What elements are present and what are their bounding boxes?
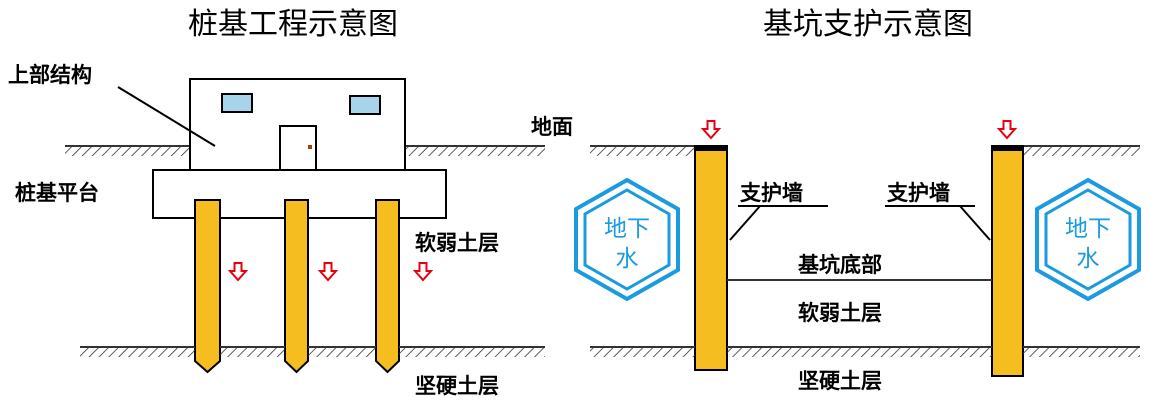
retaining-wall-left bbox=[694, 147, 728, 371]
window-left bbox=[221, 93, 253, 113]
superstructure-building bbox=[189, 78, 406, 171]
superstructure-label: 上部结构 bbox=[8, 63, 92, 87]
hexagon-icon bbox=[1035, 177, 1141, 302]
groundwater-right: 地下 水 bbox=[1035, 177, 1141, 302]
ground-label: 地面 bbox=[531, 115, 573, 139]
down-arrow-icon bbox=[414, 262, 432, 281]
piles bbox=[194, 199, 400, 374]
groundwater-right-line2: 水 bbox=[1077, 246, 1100, 272]
right-ground-surface bbox=[590, 145, 1140, 156]
right-hard-layer-boundary bbox=[590, 346, 1140, 357]
left-title: 桩基工程示意图 bbox=[188, 7, 398, 42]
wall-left-leader bbox=[729, 205, 761, 241]
retaining-walls bbox=[694, 145, 1024, 377]
pile bbox=[194, 199, 221, 374]
right-soft-layer-label: 软弱土层 bbox=[798, 301, 882, 325]
window-right bbox=[349, 95, 381, 115]
pile bbox=[375, 199, 400, 374]
down-arrow-icon bbox=[998, 120, 1016, 139]
groundwater-left-line2: 水 bbox=[616, 246, 639, 272]
groundwater-left-line1: 地下 bbox=[604, 216, 650, 242]
down-arrow-icon bbox=[229, 262, 247, 281]
superstructure-leader bbox=[117, 86, 216, 147]
retaining-wall-right bbox=[991, 147, 1024, 377]
right-hard-layer-label: 坚硬土层 bbox=[798, 369, 882, 393]
hexagon-icon bbox=[574, 177, 680, 302]
groundwater-left: 地下 水 bbox=[574, 177, 680, 302]
right-title: 基坑支护示意图 bbox=[763, 7, 973, 42]
wall-right-label: 支护墙 bbox=[887, 181, 950, 205]
pit-bottom-label: 基坑底部 bbox=[798, 253, 882, 277]
pile-cap-label: 桩基平台 bbox=[15, 181, 99, 205]
down-arrow-icon bbox=[702, 120, 720, 139]
pile bbox=[284, 199, 309, 374]
wall-left-label: 支护墙 bbox=[740, 181, 803, 205]
left-hard-layer-boundary bbox=[80, 346, 545, 357]
wall-right-leader bbox=[959, 205, 991, 241]
left-soft-layer-label: 软弱土层 bbox=[415, 231, 499, 255]
groundwater-right-line1: 地下 bbox=[1065, 216, 1111, 242]
down-arrow-icon bbox=[319, 262, 337, 281]
left-ground-surface bbox=[65, 145, 545, 156]
left-hard-layer-label: 坚硬土层 bbox=[415, 374, 499, 398]
